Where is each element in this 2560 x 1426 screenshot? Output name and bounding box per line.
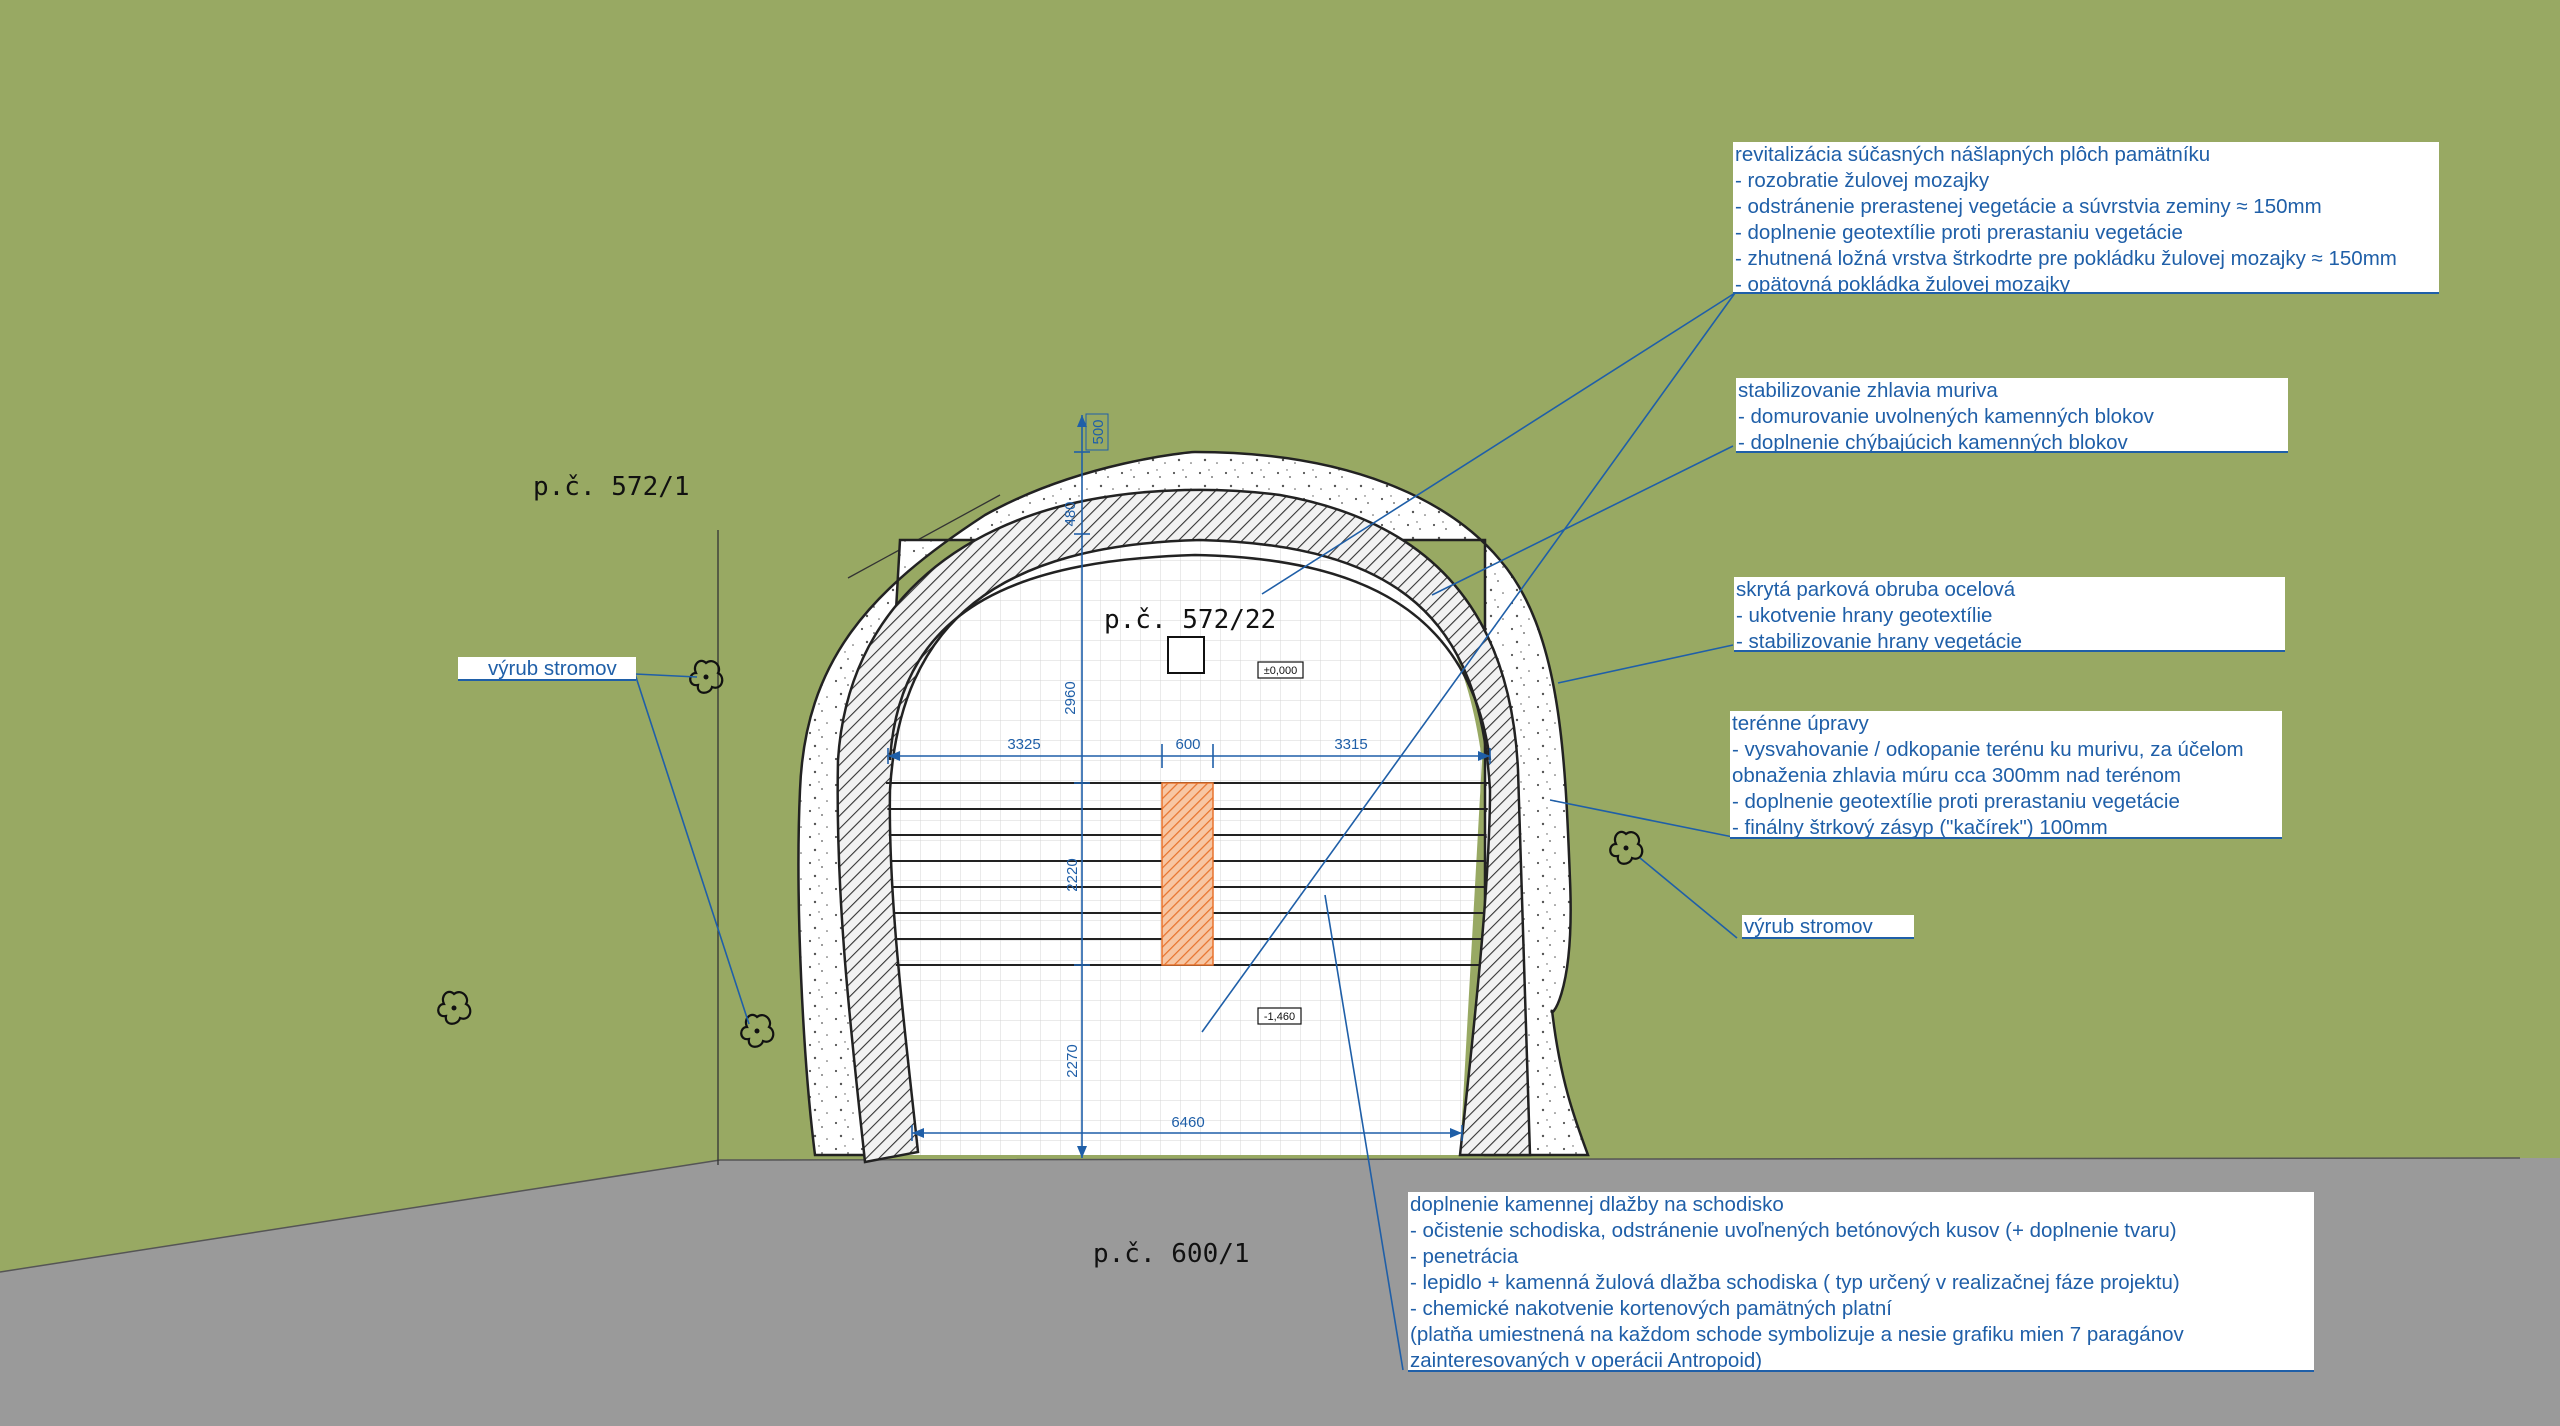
parcel-label-monument: p.č. 572/22 [1104, 605, 1276, 635]
tree-icon [437, 990, 472, 1025]
dim-2960: 2960 [1062, 681, 1079, 714]
tree-icon [689, 659, 724, 694]
note-title: skrytá parková obruba ocelová [1736, 578, 2016, 601]
dim-3325: 3325 [1007, 736, 1040, 753]
dim-600: 600 [1175, 736, 1200, 753]
stairs-orange-strip [1161, 782, 1214, 966]
note-item: - očistenie schodiska, odstránenie uvoľn… [1410, 1219, 2177, 1242]
note-item: zainteresovaných v operácii Antropoid) [1410, 1349, 1763, 1372]
note-item: - rozobratie žulovej mozajky [1735, 169, 1990, 192]
memorial-plaque [1167, 636, 1205, 674]
parcel-label-north-west: p.č. 572/1 [533, 472, 690, 502]
dimension-arrows [888, 415, 1490, 1158]
note-item: - domurovanie uvolnených kamenných bloko… [1738, 405, 2154, 428]
note-item: (platňa umiestnená na každom schode symb… [1410, 1323, 2184, 1346]
note-item: - stabilizovanie hrany vegetácie [1736, 630, 2023, 652]
note-title: doplnenie kamennej dlažby na schodisko [1410, 1193, 1784, 1216]
tree-removal-label-right: výrub stromov [1742, 915, 1914, 939]
road-edge-line [0, 1157, 2521, 1273]
level-marker-top [1257, 661, 1304, 679]
dim-6460: 6460 [1171, 1114, 1204, 1131]
inner-arch-line [888, 553, 1492, 761]
tree-icon [740, 1013, 775, 1048]
parcel-label-road: p.č. 600/1 [1093, 1239, 1250, 1269]
note-paving-revitalization: revitalizácia súčasných nášlapných plôch… [1733, 142, 2439, 294]
tree-removal-label-left: výrub stromov [458, 657, 636, 681]
note-item: - doplnenie geotextílie proti prerastani… [1735, 221, 2183, 244]
note-item: - opätovná pokládka žulovej mozajky [1735, 273, 2071, 294]
note-title: stabilizovanie zhlavia muriva [1738, 379, 1998, 402]
note-masonry-stabilization: stabilizovanie zhlavia muriva - domurova… [1736, 378, 2288, 453]
dim-3315: 3315 [1334, 736, 1367, 753]
leader-lines [634, 292, 1738, 1371]
note-item: - odstránenie prerastenej vegetácie a sú… [1735, 195, 2322, 218]
level-text-top: ±0,000 [1264, 665, 1298, 677]
note-stair-paving: doplnenie kamennej dlažby na schodisko -… [1408, 1192, 2314, 1372]
note-item: - vysvahovanie / odkopanie terénu ku mur… [1732, 738, 2244, 761]
dim-top-500-box [1085, 413, 1109, 451]
dim-2270: 2270 [1064, 1044, 1081, 1077]
level-marker-bottom [1257, 1007, 1302, 1025]
note-item: obnaženia zhlavia múru cca 300mm nad ter… [1732, 764, 2181, 787]
note-park-edging: skrytá parková obruba ocelová - ukotveni… [1734, 577, 2285, 652]
note-title: terénne úpravy [1732, 712, 1869, 735]
note-item: - doplnenie chýbajúcich kamenných blokov [1738, 431, 2128, 453]
note-item: - finálny štrkový zásyp ("kačírek") 100m… [1732, 816, 2108, 839]
note-item: - penetrácia [1410, 1245, 1519, 1268]
level-text-bottom: -1,460 [1264, 1011, 1295, 1023]
note-item: - chemické nakotvenie kortenových pamätn… [1410, 1297, 1893, 1320]
parcel-boundary-diag [847, 494, 1001, 579]
dimension-lines [887, 415, 1491, 1158]
note-item: - zhutnená ložná vrstva štrkodrte pre po… [1735, 247, 2397, 270]
dim-2220: 2220 [1064, 858, 1081, 891]
note-item: - doplnenie geotextílie proti prerastani… [1732, 790, 2180, 813]
dim-480: 480 [1062, 501, 1079, 526]
tree-icon [1609, 830, 1644, 865]
note-item: - ukotvenie hrany geotextílie [1736, 604, 1993, 627]
note-terrain-works: terénne úpravy - vysvahovanie / odkopani… [1730, 711, 2282, 839]
dim-top-500: 500 [1090, 419, 1107, 444]
note-item: - lepidlo + kamenná žulová dlažba schodi… [1410, 1271, 2180, 1294]
note-title: revitalizácia súčasných nášlapných plôch… [1735, 143, 2211, 166]
